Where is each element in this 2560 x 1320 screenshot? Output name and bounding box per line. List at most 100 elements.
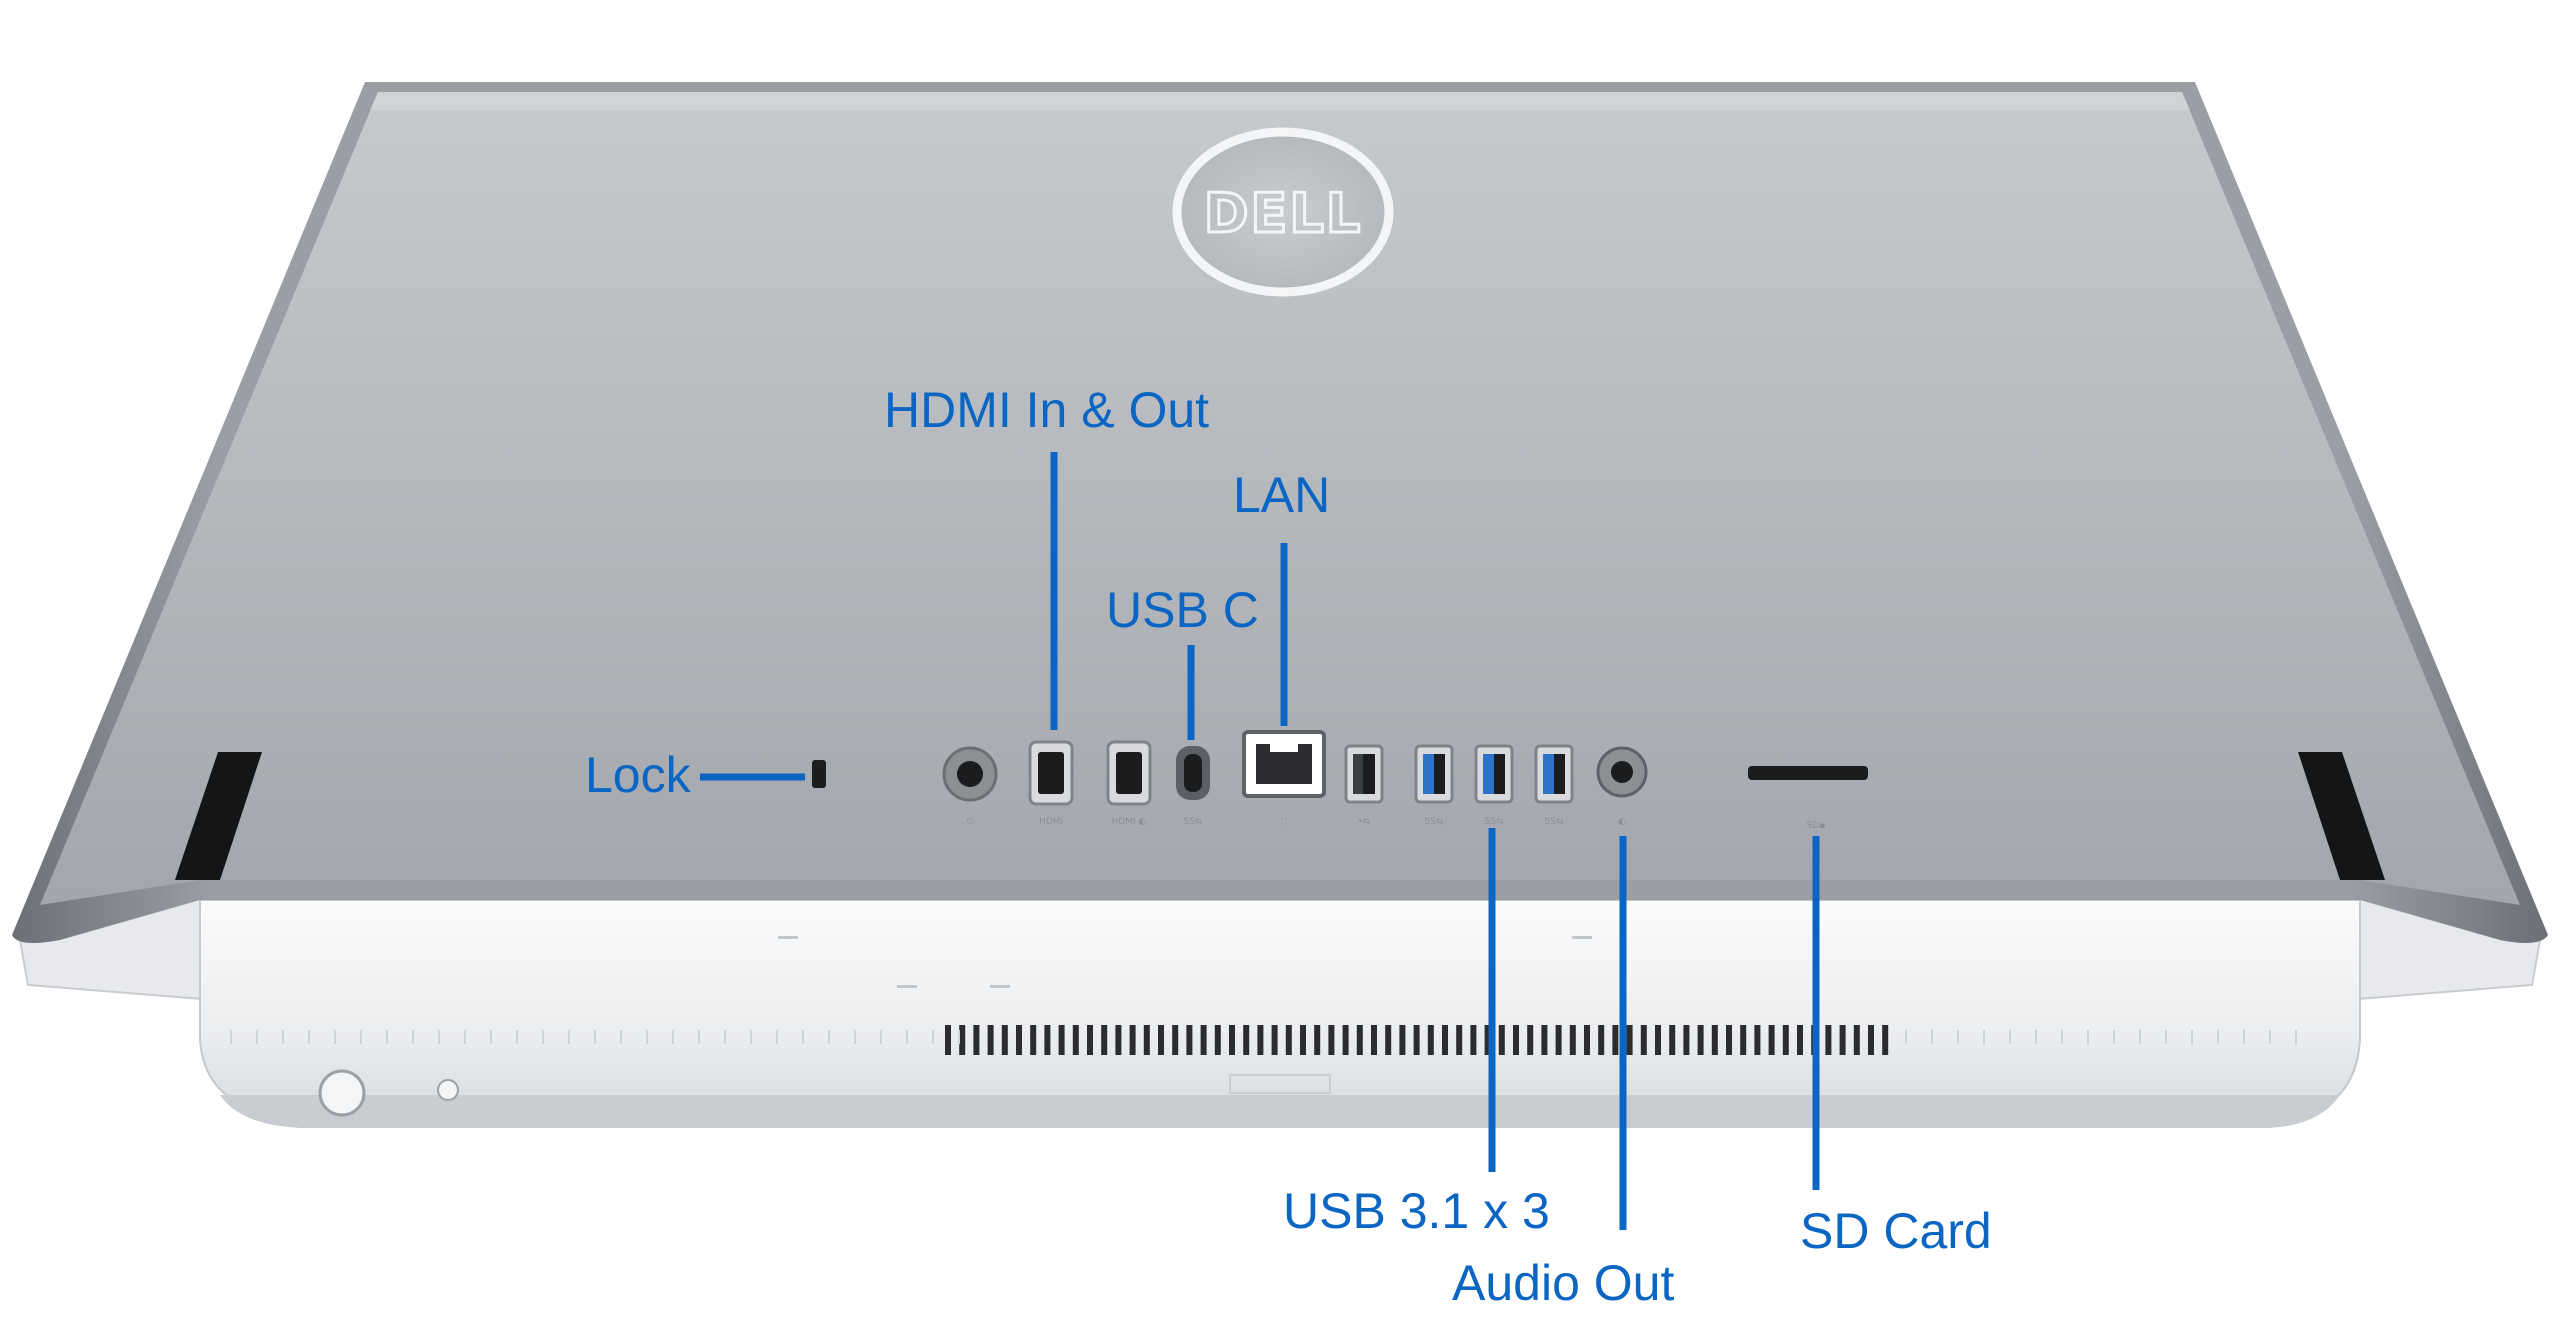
sd-card-marking: SD▪ [1807, 821, 1826, 831]
audio-label: Audio Out [1452, 1255, 1675, 1311]
base-ridge [256, 1030, 258, 1044]
lid-highlight [370, 92, 2190, 110]
lid-back [40, 92, 2520, 905]
hdmi-out-marking: HDMI ◐ [1112, 817, 1147, 827]
vent-slot [1853, 1025, 1860, 1055]
base-label-plate [1229, 1074, 1331, 1094]
vent-slot [1754, 1025, 1761, 1055]
vent-slot [1172, 1025, 1179, 1055]
vent-slot [1314, 1025, 1321, 1055]
vent-slot [1399, 1025, 1406, 1055]
vent-slot [1229, 1025, 1235, 1055]
base-ridge [880, 1030, 882, 1044]
vent-slot [1541, 1025, 1548, 1055]
base-ridge [438, 1030, 440, 1044]
base-ridge [958, 1030, 960, 1044]
vent-slot [1527, 1025, 1534, 1055]
vent-slot [1484, 1025, 1491, 1055]
vent-slot [1839, 1025, 1846, 1055]
base-ridge [360, 1030, 362, 1044]
vent-slot [1016, 1025, 1022, 1055]
vent-slot [1413, 1025, 1420, 1055]
usb-c-marking: SS⇆ [1184, 817, 1203, 827]
base-ridge [2035, 1030, 2037, 1044]
vent-slot [1669, 1025, 1676, 1055]
indicator-light [437, 1079, 459, 1101]
base-ridge [516, 1030, 518, 1044]
vent-slot [1001, 1025, 1008, 1055]
audio-jack-marking: ◐ [1618, 817, 1626, 827]
vent-slot [1640, 1025, 1647, 1055]
base-body [199, 899, 2361, 1116]
vent-slot [1825, 1025, 1832, 1055]
callout-lines [700, 452, 1820, 1230]
base-ridge [542, 1030, 544, 1044]
vent-slot [1782, 1025, 1789, 1055]
vent-slot [1868, 1025, 1874, 1055]
vent-slot [1115, 1025, 1122, 1055]
base-ridge [828, 1030, 830, 1044]
vent-slot [1626, 1025, 1633, 1055]
base-ridge [854, 1030, 856, 1044]
lan-marking: ⛶ [1280, 816, 1288, 827]
base-ridge [2165, 1030, 2167, 1044]
side-slot-left [175, 752, 262, 880]
dell-logo-text: DELL [1204, 182, 1363, 245]
vent-slot [1342, 1025, 1349, 1055]
base-ridge [698, 1030, 700, 1044]
vent-slot [1200, 1025, 1207, 1055]
base-ridge [724, 1030, 726, 1044]
vent-slot [1427, 1025, 1434, 1055]
base-ridge [620, 1030, 622, 1044]
base-ridge [750, 1030, 752, 1044]
vent-slot [1143, 1025, 1150, 1055]
usb-3-marking-3: SS⇆ [1545, 817, 1564, 827]
base-ridge [2191, 1030, 2193, 1044]
base-ridge [2009, 1030, 2011, 1044]
base-ridge [2295, 1030, 2297, 1044]
vent-slot [1655, 1025, 1661, 1055]
vent-slot [987, 1025, 994, 1055]
base-ridge [906, 1030, 908, 1044]
vent-slot [1356, 1025, 1363, 1055]
base-ridge [308, 1030, 310, 1044]
vent-slot [1129, 1025, 1136, 1055]
lan-label: LAN [1233, 467, 1331, 523]
base-ridge [802, 1030, 804, 1044]
base-ridge [2061, 1030, 2063, 1044]
usb-3-marking-1: SS⇆ [1425, 817, 1444, 827]
vent-slot [1697, 1025, 1704, 1055]
base-ridge [776, 1030, 778, 1044]
base-ridge [672, 1030, 674, 1044]
vent-slot [1711, 1025, 1718, 1055]
base-ridge [282, 1030, 284, 1044]
vent-slot [1456, 1025, 1463, 1055]
vent-slot [1371, 1025, 1377, 1055]
vent-slot [1470, 1025, 1477, 1055]
vent-slot [1044, 1025, 1051, 1055]
vent-slot [1214, 1025, 1221, 1055]
usb-3-marking-2: SS⇆ [1485, 817, 1504, 827]
vent-slot [1186, 1025, 1193, 1055]
base-ridge [2243, 1030, 2245, 1044]
base-ridge [2087, 1030, 2089, 1044]
base-ridge [646, 1030, 648, 1044]
vent-slot [1243, 1025, 1250, 1055]
vent-slot [1385, 1025, 1392, 1055]
vent-slot [1797, 1025, 1803, 1055]
vent-slot [1072, 1025, 1079, 1055]
usb-c-label: USB C [1106, 582, 1259, 638]
lock-label: Lock [585, 747, 691, 803]
base-ridge [1931, 1030, 1933, 1044]
vent-grille [230, 1025, 2297, 1055]
base-ridge [2269, 1030, 2271, 1044]
base-ridge [1983, 1030, 1985, 1044]
vent-slot [973, 1025, 980, 1055]
base-ridge [386, 1030, 388, 1044]
vent-slot [1257, 1025, 1264, 1055]
power-button[interactable] [318, 1069, 366, 1117]
base-ridge [2217, 1030, 2219, 1044]
vent-slot [1058, 1025, 1065, 1055]
vent-slot [1087, 1025, 1093, 1055]
